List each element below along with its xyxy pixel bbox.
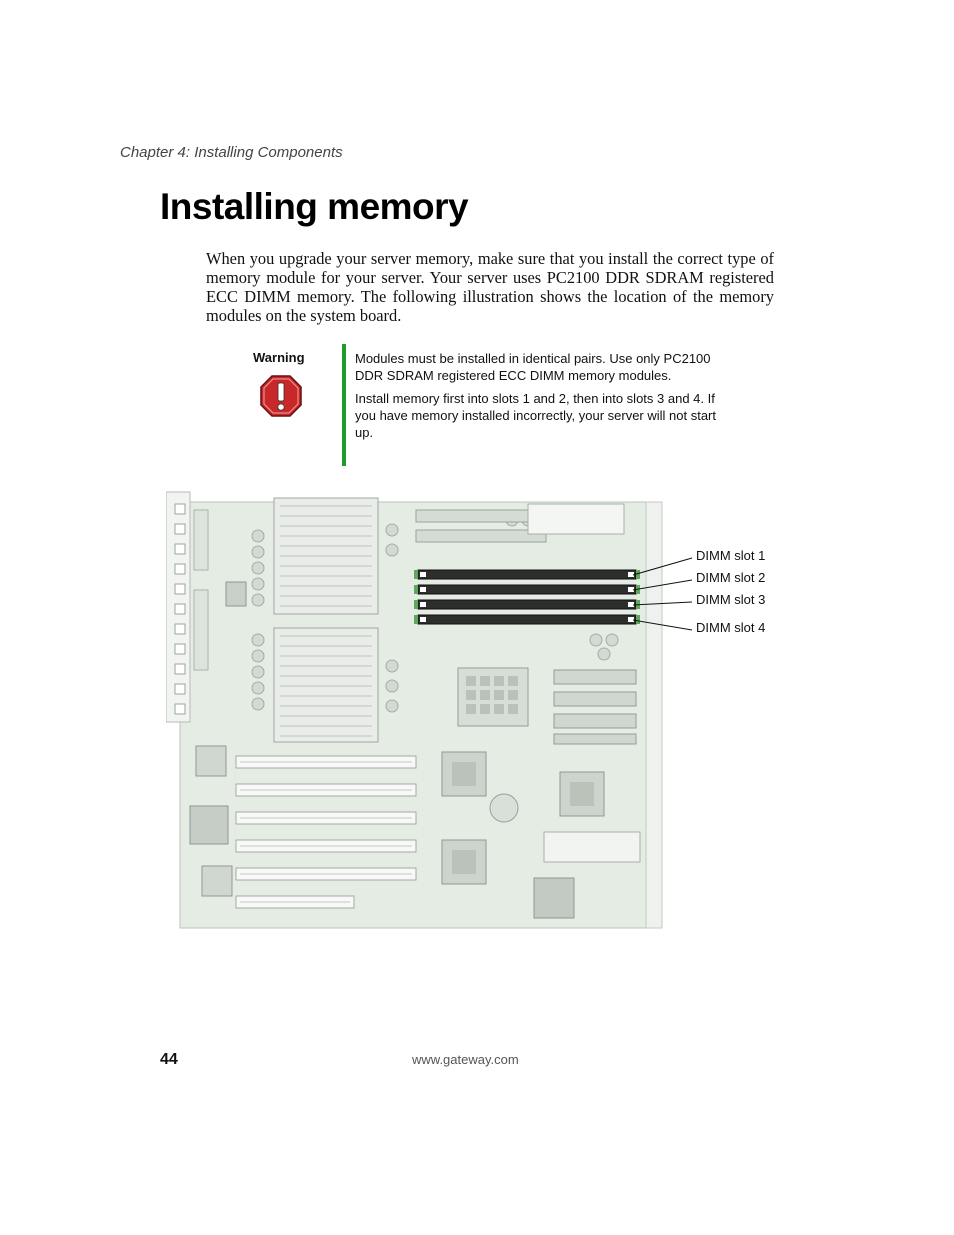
warning-paragraph-2: Install memory first into slots 1 and 2,… (355, 391, 716, 440)
callout-dimm-slot-1: DIMM slot 1 (696, 548, 766, 563)
chapter-header: Chapter 4: Installing Components (120, 144, 343, 161)
callout-dimm-slot-4: DIMM slot 4 (696, 620, 766, 635)
page-number: 44 (160, 1051, 178, 1068)
warning-label: Warning (253, 350, 305, 365)
intro-paragraph: When you upgrade your server memory, mak… (206, 249, 774, 325)
page-title: Installing memory (160, 186, 469, 227)
warning-paragraph-1: Modules must be installed in identical p… (355, 351, 711, 383)
footer-url: www.gateway.com (412, 1052, 519, 1067)
callout-dimm-slot-3: DIMM slot 3 (696, 592, 766, 607)
system-board-illustration (166, 491, 663, 929)
callout-dimm-slot-2: DIMM slot 2 (696, 570, 766, 585)
warning-octagon-icon (260, 375, 302, 417)
warning-text: Modules must be installed in identical p… (355, 350, 720, 447)
warning-bar (342, 344, 346, 466)
